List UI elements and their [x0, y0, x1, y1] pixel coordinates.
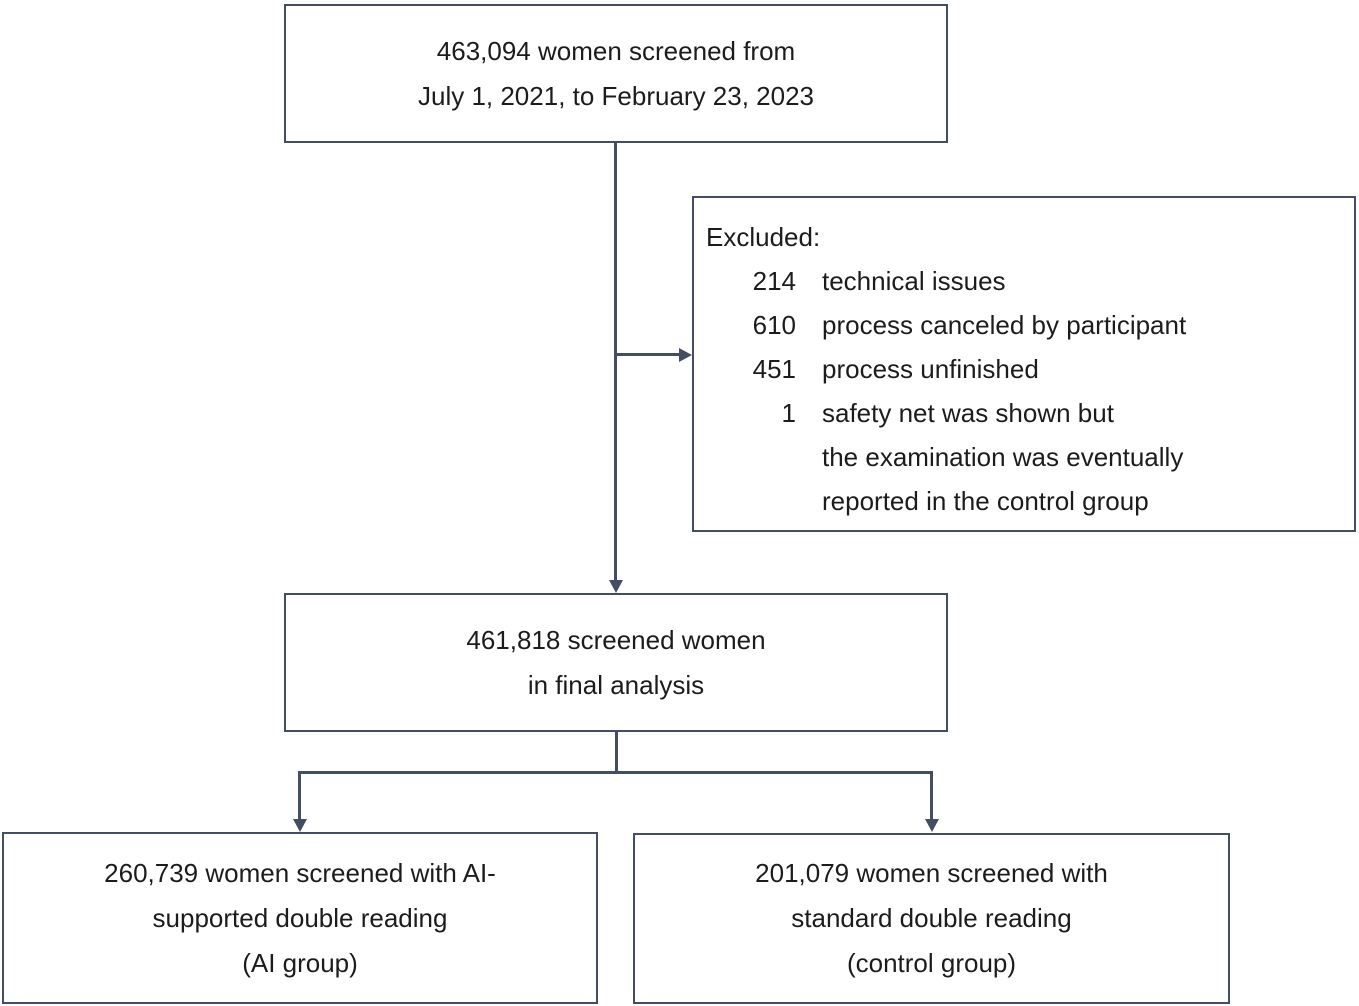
excluded-count: 610 [752, 310, 796, 340]
excluded-item: 451 process unfinished [706, 347, 1336, 391]
control-group-line-3: (control group) [846, 948, 1017, 978]
ai-group-line-3: (AI group) [242, 947, 358, 978]
final-analysis-line-1: 461,818 screened women [466, 624, 766, 655]
control-group-box: 201,079 women screened with standard dou… [633, 833, 1230, 1004]
excluded-item: 214 technical issues [706, 259, 1336, 303]
control-group-line-1: 201,079 women screened with [755, 858, 1108, 888]
excluded-reason: technical issues [822, 266, 1006, 296]
excluded-count: 214 [752, 266, 796, 296]
connector-final-to-split [615, 732, 618, 773]
excluded-count: 451 [752, 354, 796, 384]
excluded-reason: process unfinished [822, 354, 1039, 384]
control-group-line-2: standard double reading [791, 903, 1072, 933]
excluded-item: 1 safety net was shown but the examinati… [706, 391, 1336, 523]
excluded-item: 610 process canceled by participant [706, 303, 1336, 347]
arrow-down-icon [292, 819, 307, 832]
excluded-title: Excluded: [706, 222, 821, 252]
connector-to-control-group [930, 771, 933, 820]
ai-group-box: 260,739 women screened with AI- supporte… [2, 832, 598, 1004]
connector-to-ai-group [298, 771, 301, 820]
excluded-count: 1 [781, 398, 796, 428]
excluded-reason: process canceled by participant [822, 310, 1187, 340]
ai-group-line-2: supported double reading [152, 902, 448, 933]
ai-group-line-1: 260,739 women screened with AI- [104, 857, 496, 888]
final-analysis-line-2: in final analysis [527, 669, 705, 700]
connector-split-horizontal [298, 771, 932, 774]
arrow-down-icon [608, 580, 623, 593]
connector-to-excluded [616, 353, 680, 356]
screened-total-box: 463,094 women screened from July 1, 2021… [284, 4, 948, 143]
final-analysis-box: 461,818 screened women in final analysis [284, 593, 948, 732]
excluded-reason-line-2: the examination was eventually [822, 442, 1184, 472]
screened-total-line-2: July 1, 2021, to February 23, 2023 [417, 80, 815, 111]
excluded-reason-line-1: safety net was shown but [822, 398, 1114, 428]
arrow-down-icon [924, 819, 939, 832]
excluded-box: Excluded: 214 technical issues 610 proce… [692, 196, 1356, 532]
excluded-reason-line-3: reported in the control group [822, 486, 1149, 516]
arrow-right-icon [679, 347, 692, 362]
connector-top-to-final [614, 143, 617, 581]
screened-total-line-1: 463,094 women screened from [436, 35, 796, 66]
